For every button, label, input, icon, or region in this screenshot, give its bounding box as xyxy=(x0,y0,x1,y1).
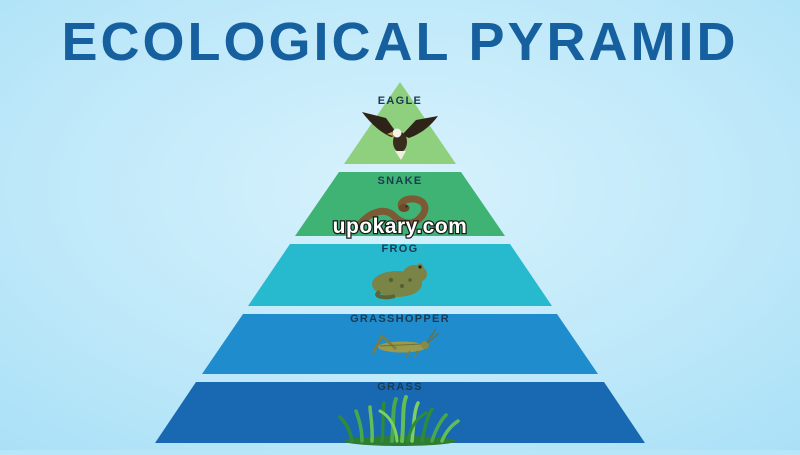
eagle-beak xyxy=(387,132,393,136)
snake-eye xyxy=(405,205,408,208)
grasshopper-body xyxy=(378,341,426,353)
snake-head xyxy=(398,204,410,212)
frog-eye-pupil xyxy=(418,265,422,269)
level-label-snake: SNAKE xyxy=(377,175,422,187)
grasshopper-image xyxy=(371,328,440,358)
grass-blades xyxy=(338,395,460,443)
eagle-right-wing xyxy=(402,116,438,138)
frog-spot xyxy=(388,277,394,283)
watermark-text: upokary.com xyxy=(333,215,468,238)
frog-spot xyxy=(400,284,404,288)
eagle-image xyxy=(362,112,438,160)
eagle-tail xyxy=(395,151,406,160)
level-label-eagle: EAGLE xyxy=(378,95,422,107)
page-title: ECOLOGICAL PYRAMID xyxy=(61,12,738,72)
pyramid-level-grass xyxy=(155,382,645,443)
grasshopper-wing xyxy=(379,343,422,347)
level-label-grass: GRASS xyxy=(377,381,423,393)
snake-image xyxy=(356,195,429,228)
snake-body xyxy=(356,195,429,228)
pyramid-level-eagle xyxy=(344,82,456,164)
grass-image xyxy=(338,395,460,446)
frog-image xyxy=(372,263,427,300)
eagle-left-wing xyxy=(362,112,398,137)
frog-spot xyxy=(408,278,412,282)
grasshopper-hind-leg xyxy=(371,333,397,354)
level-label-grasshopper: GRASSHOPPER xyxy=(350,313,450,325)
grasshopper-front-legs xyxy=(405,350,418,358)
frog-hind-leg xyxy=(375,290,396,300)
level-label-frog: FROG xyxy=(382,243,419,255)
eagle-head xyxy=(392,128,402,138)
grasshopper-antennae xyxy=(426,328,440,344)
